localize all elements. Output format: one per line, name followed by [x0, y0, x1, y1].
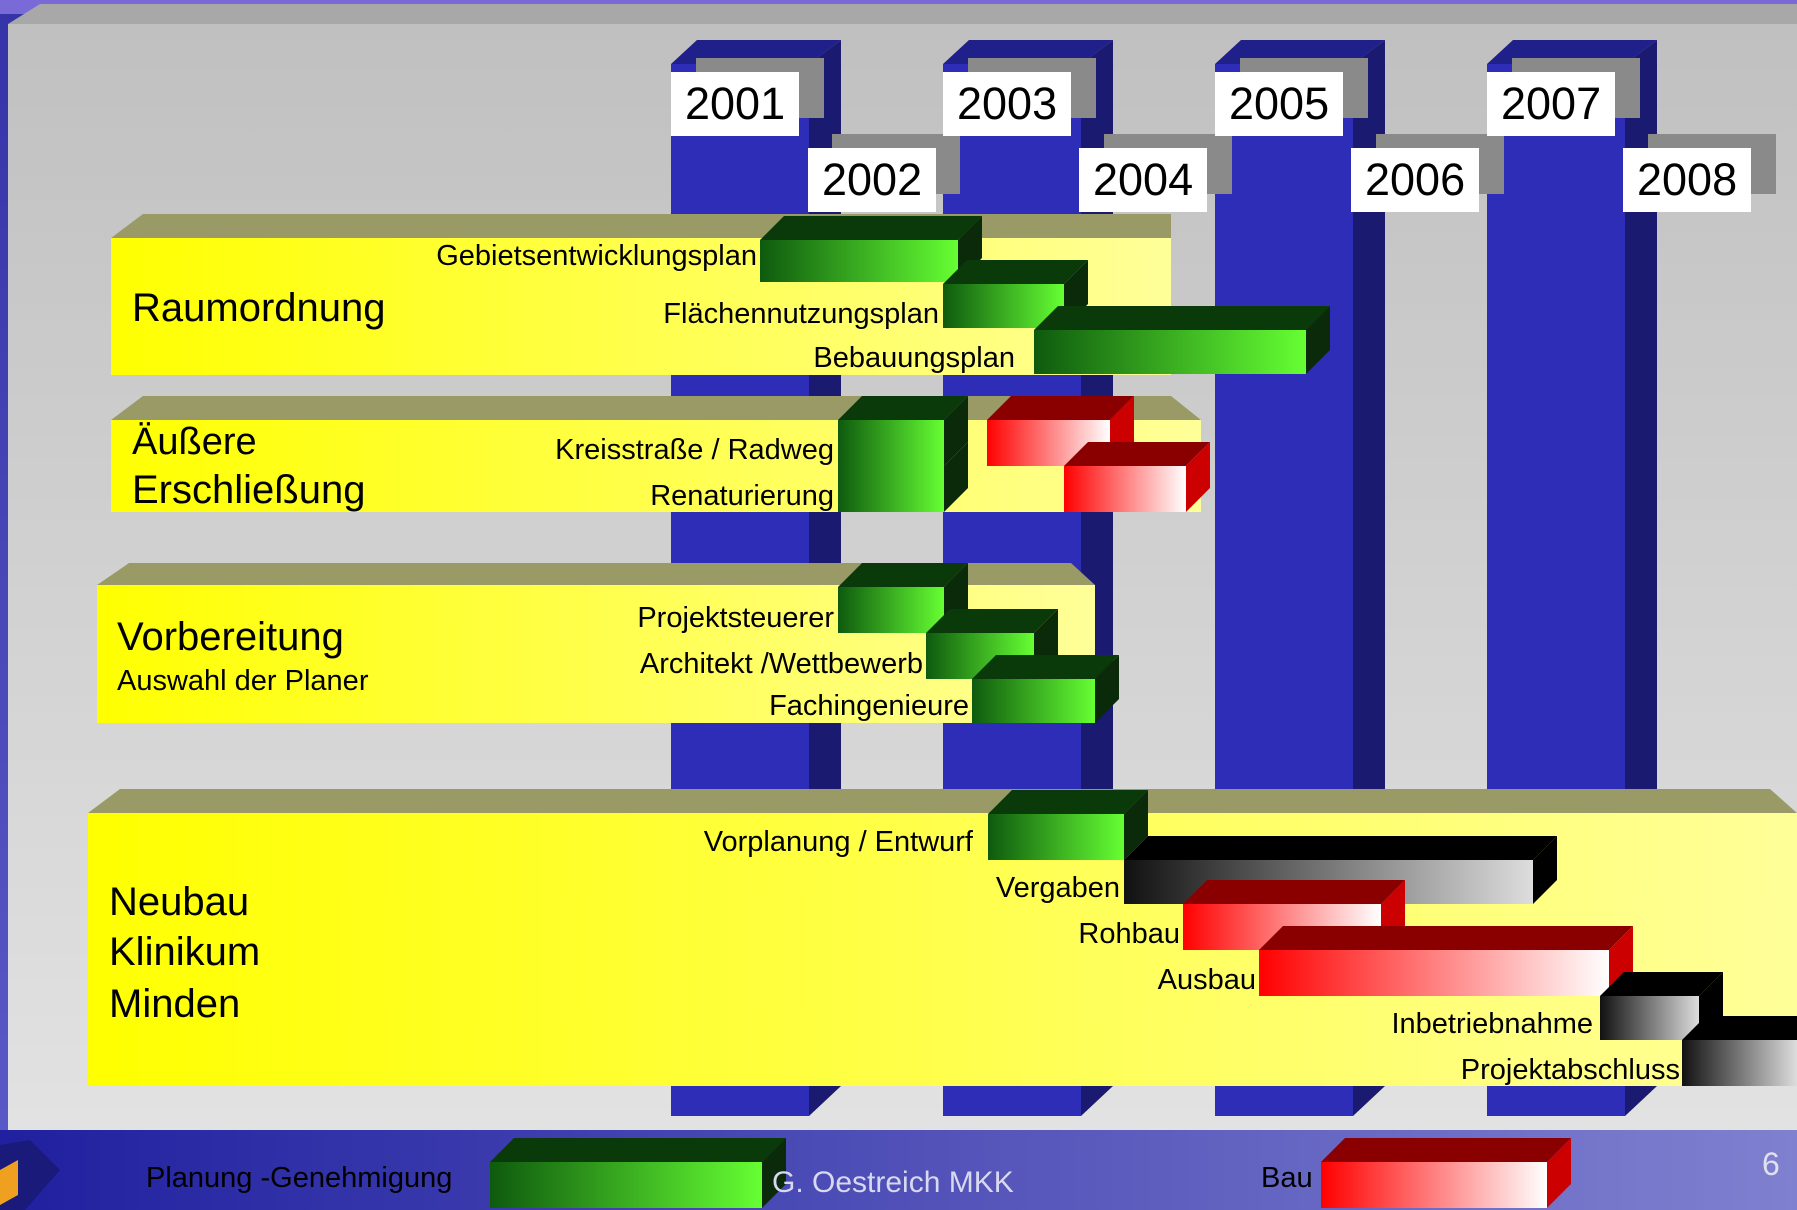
task-label-flaechennutzungsplan: Flächennutzungsplan	[663, 298, 939, 330]
year-label-2007: 2007	[1487, 72, 1616, 136]
section-title-klinikum: Klinikum	[109, 930, 261, 974]
bar-projektabschluss	[1682, 1016, 1797, 1086]
bar-kreisstrasse	[838, 396, 968, 466]
section-title-neubau: Neubau	[109, 880, 250, 924]
task-label-architekt: Architekt /Wettbewerb	[639, 648, 923, 680]
year-label-2002: 2002	[808, 148, 937, 212]
bar-inbetriebnahme	[1600, 972, 1723, 1040]
task-label-ausbau: Ausbau	[1157, 964, 1256, 996]
section-title-erschliessung: Erschließung	[132, 468, 366, 512]
year-label-2003: 2003	[943, 72, 1072, 136]
bar-bebauungsplan	[1034, 306, 1330, 374]
section-title-vorbereitung: Vorbereitung	[117, 615, 344, 659]
legend-construction-swatch	[1321, 1138, 1571, 1208]
year-label-2005: 2005	[1215, 72, 1344, 136]
section-title-raumordnung: Raumordnung	[132, 286, 386, 330]
legend-planning-swatch	[490, 1138, 786, 1208]
task-label-vergaben: Vergaben	[995, 872, 1120, 904]
year-label-2004: 2004	[1079, 148, 1208, 212]
legend-planning-label: Planung -Genehmigung	[146, 1162, 453, 1194]
task-label-kreisstrasse: Kreisstraße / Radweg	[555, 434, 834, 466]
bar-construction-2	[1064, 442, 1210, 512]
footer-author: G. Oestreich MKK	[772, 1166, 1014, 1199]
task-label-projektsteuerer: Projektsteuerer	[637, 602, 834, 634]
bar-projektsteuerer	[838, 563, 968, 633]
legend-construction-label: Bau	[1261, 1162, 1313, 1194]
year-label-2006: 2006	[1351, 148, 1480, 212]
year-label-2008: 2008	[1623, 148, 1752, 212]
section-title-aeussere: Äußere	[132, 421, 257, 463]
year-label-2001: 2001	[671, 72, 800, 136]
section-subtitle-auswahl: Auswahl der Planer	[117, 665, 369, 697]
section-title-minden: Minden	[109, 982, 241, 1026]
page-number: 6	[1762, 1146, 1780, 1182]
task-label-bebauungsplan: Bebauungsplan	[813, 342, 1015, 374]
bar-renaturierung	[838, 442, 968, 512]
task-label-gebietsentwicklungsplan: Gebietsentwicklungsplan	[436, 240, 757, 272]
bar-ausbau	[1259, 926, 1633, 996]
task-label-fachingenieure: Fachingenieure	[769, 690, 969, 722]
task-label-rohbau: Rohbau	[1078, 918, 1180, 950]
bar-vorplanung	[988, 790, 1148, 860]
bar-fachingenieure	[972, 655, 1119, 723]
bar-gebietsentwicklungsplan	[760, 216, 982, 282]
task-label-vorplanung: Vorplanung / Entwurf	[703, 826, 973, 858]
task-label-projektabschluss: Projektabschluss	[1460, 1054, 1680, 1086]
task-bars	[760, 216, 1797, 1086]
task-label-inbetriebnahme: Inbetriebnahme	[1391, 1008, 1593, 1040]
task-label-renaturierung: Renaturierung	[650, 480, 834, 512]
